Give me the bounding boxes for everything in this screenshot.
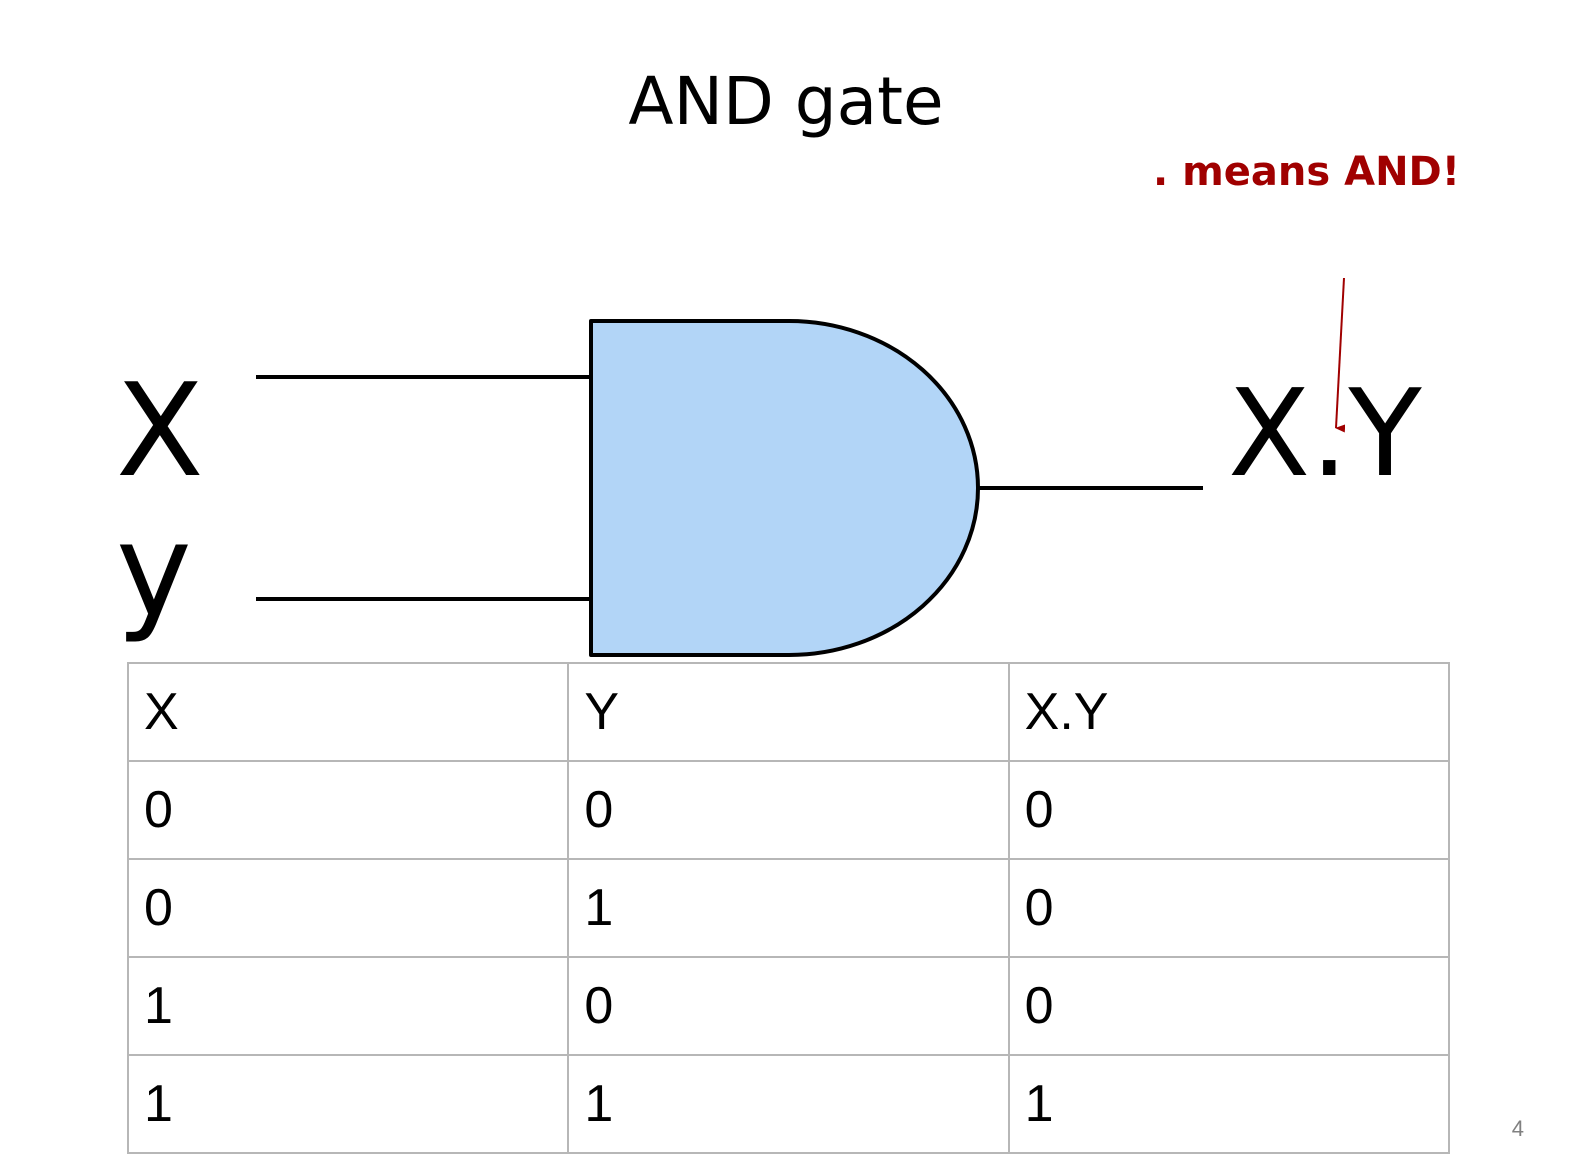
table-row: 1 1 1 — [126, 1054, 1451, 1154]
table-cell: 0 — [1007, 858, 1451, 958]
header-cell: X — [126, 662, 570, 762]
annotation-label: . means AND! — [1152, 149, 1460, 195]
table-row: 0 0 0 — [126, 760, 1451, 860]
table-cell: 0 — [567, 956, 1010, 1056]
and-gate-diagram: X y X.Y — [116, 277, 1422, 657]
table-cell: 1 — [567, 1054, 1010, 1154]
page-title: AND gate — [628, 63, 944, 140]
input-label-x: X — [116, 357, 204, 506]
table-cell: 1 — [126, 956, 570, 1056]
annotation-arrow — [1335, 277, 1346, 433]
output-label: X.Y — [1228, 365, 1422, 504]
header-cell: Y — [567, 662, 1010, 762]
table-cell: 0 — [567, 760, 1010, 860]
table-row: 0 1 0 — [126, 858, 1451, 958]
table-cell: 0 — [1007, 956, 1451, 1056]
table-row: 1 0 0 — [126, 956, 1451, 1056]
page-number: 4 — [1511, 1116, 1524, 1141]
table-cell: 0 — [126, 760, 570, 860]
input-label-y: y — [116, 497, 192, 646]
table-header-row: X Y X.Y — [126, 662, 1451, 762]
table-cell: 0 — [1007, 760, 1451, 860]
table-cell: 0 — [126, 858, 570, 958]
truth-table: X Y X.Y 0 0 0 0 1 0 1 0 0 1 1 1 — [126, 662, 1451, 1154]
and-gate-body — [589, 319, 980, 657]
header-cell: X.Y — [1007, 662, 1451, 762]
table-cell: 1 — [126, 1054, 570, 1154]
table-cell: 1 — [567, 858, 1010, 958]
table-cell: 1 — [1007, 1054, 1451, 1154]
